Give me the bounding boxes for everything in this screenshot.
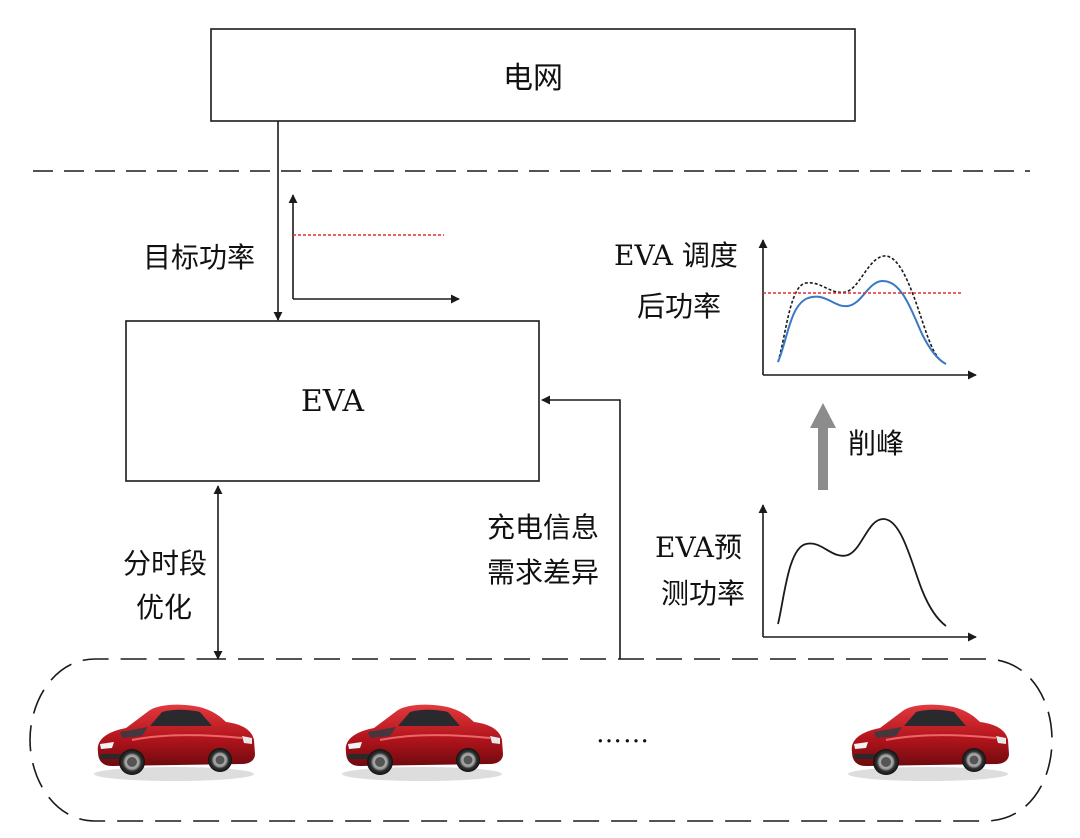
dispatched-power-chart [758, 239, 977, 380]
eva-box [125, 320, 540, 482]
ev-car-3 [847, 703, 1010, 782]
fleet-ellipsis: …… [596, 719, 650, 749]
target-power-label: 目标功率 [143, 241, 256, 274]
target-power-mini-chart [288, 194, 460, 304]
predicted-curve [777, 518, 947, 627]
eva-label: EVA [300, 383, 365, 419]
time-optimization-label-line2: 优化 [136, 591, 193, 624]
charge-info-label-line2: 需求差异 [487, 556, 600, 589]
dispatched-label-line2: 后功率 [637, 290, 722, 323]
charging-info-feedback-arrow [541, 395, 621, 659]
peak-shaving-arrow [810, 403, 836, 490]
charge-info-label-line1: 充电信息 [487, 511, 600, 544]
original-curve-dashed [777, 255, 947, 365]
ev-car-1 [93, 703, 256, 782]
predicted-label-line2: 测功率 [661, 577, 746, 610]
time-optimization-label-line1: 分时段 [123, 547, 208, 580]
predicted-label-line1: EVA预 [655, 531, 742, 564]
peak-shaving-label: 削峰 [848, 427, 905, 460]
dispatched-label-line1: EVA 调度 [614, 239, 738, 272]
fleet-container [29, 658, 1053, 822]
ev-car-2 [341, 703, 504, 782]
grid-label: 电网 [503, 61, 563, 96]
predicted-power-chart [758, 504, 977, 642]
grid-box [210, 28, 856, 122]
